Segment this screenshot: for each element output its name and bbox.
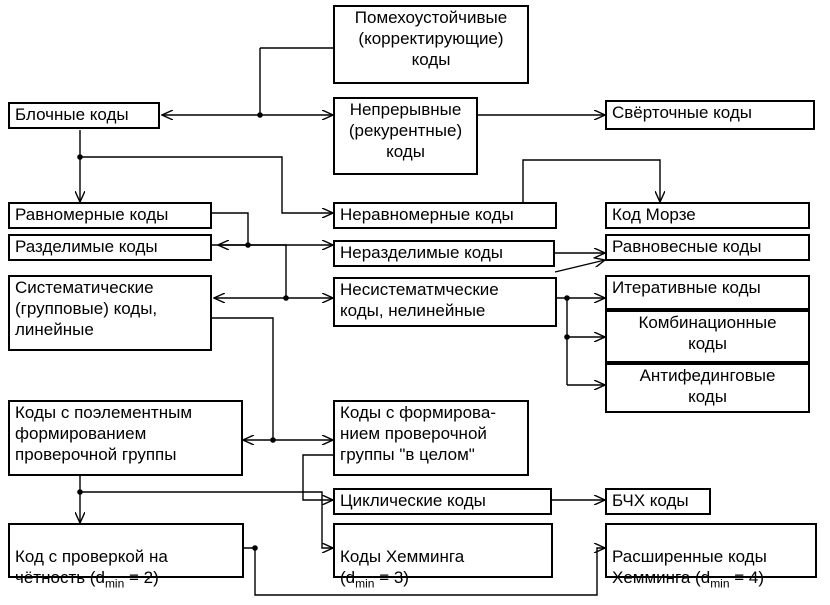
extended-hamming-text: Расширенные коды Хемминга (d xyxy=(612,547,767,587)
node-nonsystematic-codes: Несистематмческие коды, нелинейные xyxy=(333,277,557,327)
node-nonuniform-codes: Неравномерные коды xyxy=(333,202,557,229)
node-nonseparable-codes: Неразделимые коды xyxy=(333,240,555,267)
node-iterative-codes: Итеративные коды xyxy=(605,275,810,310)
node-whole-check-codes: Коды с формирова- нием проверочной групп… xyxy=(333,400,529,476)
node-convolutional-codes: Свёрточные коды xyxy=(605,100,815,130)
node-hamming-codes: Коды Хемминга (dmin = 3) xyxy=(333,523,553,589)
wire-to-cyclic xyxy=(302,454,333,500)
parity-check-value: = 2) xyxy=(124,568,159,587)
wire-to-hamming xyxy=(80,491,333,548)
node-morse-code: Код Морзе xyxy=(605,202,810,229)
node-parity-check-code: Код с проверкой на чётность (dmin = 2) xyxy=(8,523,244,589)
node-noise-immune: Помехоустойчивые (корректирующие) коды xyxy=(333,5,529,84)
wire-to-nonuniform xyxy=(80,156,333,213)
node-continuous-codes: Непрерывные (рекурентные) коды xyxy=(333,97,478,175)
extended-hamming-value: = 4) xyxy=(729,568,765,587)
node-extended-hamming-codes: Расширенные коды Хемминга (dmin = 4) xyxy=(605,523,817,589)
wire-root xyxy=(259,47,333,115)
wire-sys-bus xyxy=(212,244,287,298)
hamming-text: Коды Хемминга (d xyxy=(340,547,465,587)
wire-to-morse xyxy=(522,159,660,202)
dmin-subscript: min xyxy=(104,576,125,591)
parity-check-text: Код с проверкой на чётность (d xyxy=(15,547,168,587)
hamming-value: = 3) xyxy=(374,568,409,587)
node-elementwise-check-codes: Коды с поэлементным формированием провер… xyxy=(8,400,243,476)
node-bch-codes: БЧХ коды xyxy=(605,488,711,515)
node-systematic-codes: Систематические (групповые) коды, линейн… xyxy=(8,275,212,351)
node-antifading-codes: Антифединговые коды xyxy=(605,363,810,413)
wire-nonsys-to-equiweight xyxy=(554,260,605,273)
dmin-subscript: min xyxy=(710,576,730,591)
wire-sep-bus xyxy=(212,212,249,245)
node-equiweight-codes: Равновесные коды xyxy=(605,234,810,261)
wire-nonsys-bus xyxy=(557,297,568,385)
node-cyclic-codes: Циклические коды xyxy=(333,488,552,515)
node-separable-codes: Разделимые коды xyxy=(8,234,212,261)
dmin-subscript: min xyxy=(355,576,375,591)
node-combinational-codes: Комбинационные коды xyxy=(605,310,810,363)
node-uniform-codes: Равномерные коды xyxy=(8,202,212,229)
node-block-codes: Блочные коды xyxy=(8,102,160,129)
junction-dots xyxy=(77,112,570,551)
